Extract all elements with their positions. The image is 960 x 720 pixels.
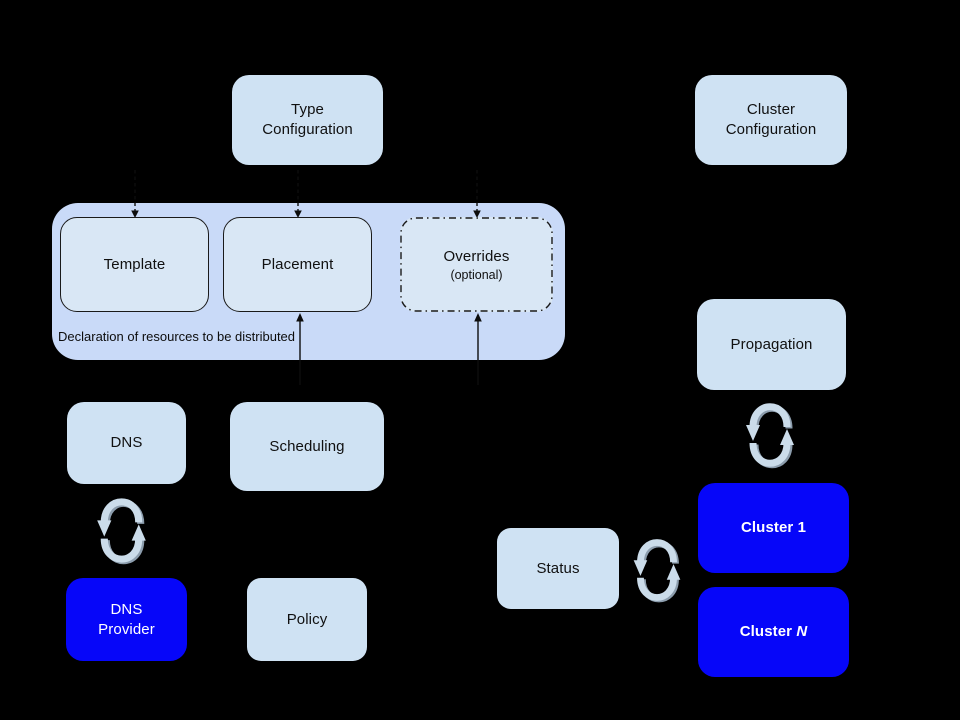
node-propagation: Propagation: [697, 299, 846, 390]
sync-icon: [97, 498, 146, 565]
node-status: Status: [497, 528, 619, 609]
node-dns-provider: DNS Provider: [66, 578, 187, 661]
node-scheduling: Scheduling: [230, 402, 384, 491]
cluster-label-suffix: 1: [797, 519, 807, 536]
node-label-line: Provider: [98, 620, 155, 638]
node-label: Template: [103, 255, 166, 273]
node-placement: Placement: [223, 217, 372, 312]
node-label: DNS: [110, 434, 143, 451]
container-caption: Declaration of resources to be distribut…: [58, 329, 296, 344]
node-overrides: Overrides (optional): [400, 217, 553, 312]
node-label: Placement: [261, 255, 334, 273]
node-label: Scheduling: [269, 437, 345, 455]
node-label-line: DNS: [110, 600, 143, 618]
cluster-label-suffix: N: [796, 623, 808, 640]
node-sublabel: (optional): [450, 267, 503, 282]
sync-icon: [746, 403, 794, 469]
node-label: Status: [536, 559, 580, 577]
node-template: Template: [60, 217, 209, 312]
cluster-label-prefix: Cluster: [740, 519, 794, 536]
node-cluster-configuration: Cluster Configuration: [695, 75, 847, 165]
overrides-dashdot-border: [400, 217, 553, 312]
node-type-configuration: Type Configuration: [232, 75, 383, 165]
node-policy: Policy: [247, 578, 367, 661]
node-dns: DNS: [67, 402, 186, 484]
node-label-line: Cluster: [746, 101, 796, 118]
node-label-line: Configuration: [725, 121, 817, 138]
node-label: Policy: [286, 610, 328, 628]
cluster-label-prefix: Cluster: [739, 623, 793, 640]
node-label: Propagation: [730, 335, 813, 353]
sync-icon: [633, 539, 681, 603]
node-label-line: Type: [291, 101, 324, 118]
node-label-line: Configuration: [262, 121, 353, 138]
node-label: Overrides: [443, 247, 510, 265]
